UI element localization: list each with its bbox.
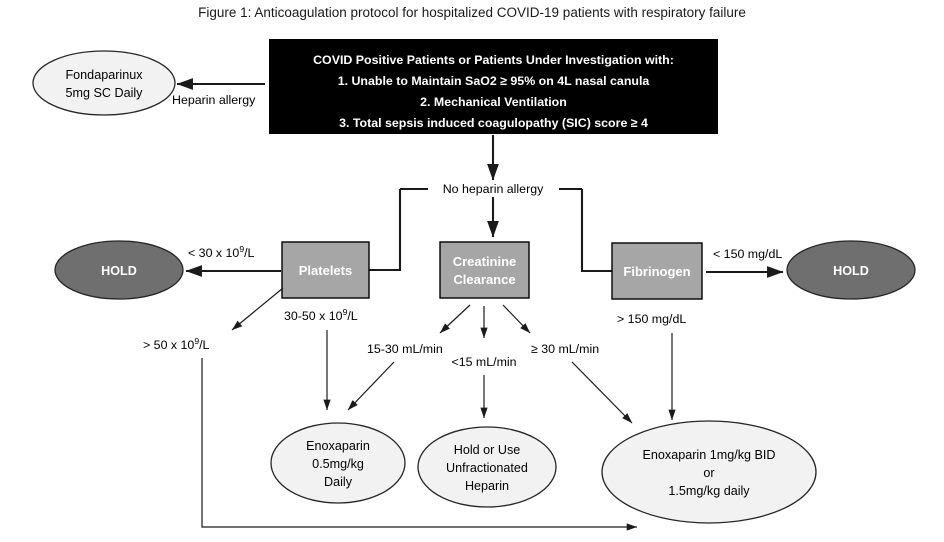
unfractionated-heparin-ellipse [417, 426, 557, 508]
edge-label-platelets-hold-sup: 9 [239, 244, 244, 254]
enoxaparin-full-line-2: 1.5mg/kg daily [668, 484, 750, 498]
fibrinogen-rect [611, 242, 703, 300]
edge-label-platelets-mid-pre: 30-50 x 10 [284, 309, 343, 323]
creatinine-clearance-line-1: Clearance [453, 272, 515, 287]
edge-crcl-high-bottom [571, 361, 633, 424]
decision-box-platelets: Platelets [281, 241, 370, 299]
edge-crcl-mid-bottom [347, 361, 395, 411]
creatinine-clearance-line-0: Creatinine [453, 254, 517, 269]
outcome-unfractionated-heparin: Hold or Use Unfractionated Heparin [417, 426, 557, 508]
fondaparinux-ellipse [32, 50, 176, 116]
edge-label-crcl-mid: 15-30 mL/min [367, 342, 443, 356]
hold-platelets-ellipse [54, 240, 184, 300]
edge-crcl-mid-top [439, 304, 471, 334]
fibrinogen-label: Fibrinogen [623, 264, 690, 279]
edge-label-platelets-high-post: /L [199, 338, 209, 352]
enoxaparin-low-line-0: Enoxaparin [306, 439, 370, 453]
inclusion-criteria-line-3: 3. Total sepsis induced coagulopathy (SI… [339, 116, 648, 130]
inclusion-criteria-line-2: 2. Mechanical Ventilation [420, 95, 567, 109]
outcome-enoxaparin-low: Enoxaparin 0.5mg/kg Daily [270, 422, 406, 504]
platelets-label: Platelets [299, 263, 352, 278]
outcome-fondaparinux: Fondaparinux 5mg SC Daily [32, 50, 176, 116]
enoxaparin-low-line-1: 0.5mg/kg [312, 457, 364, 471]
edge-label-fibrinogen-ok: > 150 mg/dL [617, 312, 686, 326]
decision-box-fibrinogen: Fibrinogen [611, 242, 703, 300]
outcome-hold-fibrinogen: HOLD [786, 240, 916, 300]
unfractionated-heparin-line-2: Heparin [465, 479, 509, 493]
inclusion-criteria-box: COVID Positive Patients or Patients Unde… [269, 39, 718, 134]
outcome-hold-platelets: HOLD [54, 240, 184, 300]
creatinine-clearance-rect [439, 241, 530, 299]
edge-label-platelets-hold-pre: < 30 x 10 [188, 246, 239, 260]
edge-label-heparin-allergy: Heparin allergy [172, 93, 256, 107]
unfractionated-heparin-line-0: Hold or Use [454, 443, 521, 457]
edge-label-platelets-mid-sup: 9 [343, 307, 348, 317]
enoxaparin-low-line-2: Daily [324, 475, 353, 489]
edge-label-no-heparin-allergy: No heparin allergy [443, 182, 544, 196]
fondaparinux-line-0: Fondaparinux [65, 68, 143, 82]
edge-label-platelets-hold: < 30 x 109/L [188, 244, 255, 260]
edge-label-fibrinogen-hold: < 150 mg/dL [713, 247, 782, 261]
enoxaparin-full-line-0: Enoxaparin 1mg/kg BID [642, 448, 775, 462]
inclusion-criteria-line-0: COVID Positive Patients or Patients Unde… [313, 53, 674, 67]
decision-box-creatinine-clearance: Creatinine Clearance [439, 241, 530, 299]
page-title: Figure 1: Anticoagulation protocol for h… [198, 5, 746, 20]
edge-label-platelets-mid-post: /L [347, 309, 357, 323]
hold-fibrinogen-label: HOLD [833, 264, 869, 278]
edge-label-crcl-high: ≥ 30 mL/min [531, 342, 599, 356]
platelets-rect [281, 241, 370, 299]
edge-label-platelets-high-sup: 9 [194, 336, 199, 346]
outcome-enoxaparin-full: Enoxaparin 1mg/kg BID or 1.5mg/kg daily [601, 420, 817, 524]
edge-label-platelets-hold-post: /L [244, 246, 254, 260]
edge-label-platelets-mid: 30-50 x 109/L [284, 307, 358, 323]
edge-crcl-high-top [502, 304, 531, 334]
edge-label-platelets-high: > 50 x 109/L [143, 336, 210, 352]
edge-label-platelets-high-pre: > 50 x 10 [143, 338, 194, 352]
unfractionated-heparin-line-1: Unfractionated [446, 461, 528, 475]
hold-fibrinogen-ellipse [786, 240, 916, 300]
edge-platelets-high [231, 287, 284, 331]
fondaparinux-line-1: 5mg SC Daily [66, 86, 144, 100]
enoxaparin-low-ellipse [270, 422, 406, 504]
enoxaparin-full-ellipse [601, 420, 817, 524]
hold-platelets-label: HOLD [101, 264, 137, 278]
edge-platelets-high-route [201, 358, 638, 531]
inclusion-criteria-rect [269, 39, 718, 134]
inclusion-criteria-line-1: 1. Unable to Maintain SaO2 ≥ 95% on 4L n… [338, 74, 650, 88]
enoxaparin-full-line-1: or [703, 466, 714, 480]
edge-label-crcl-low: <15 mL/min [451, 355, 516, 369]
